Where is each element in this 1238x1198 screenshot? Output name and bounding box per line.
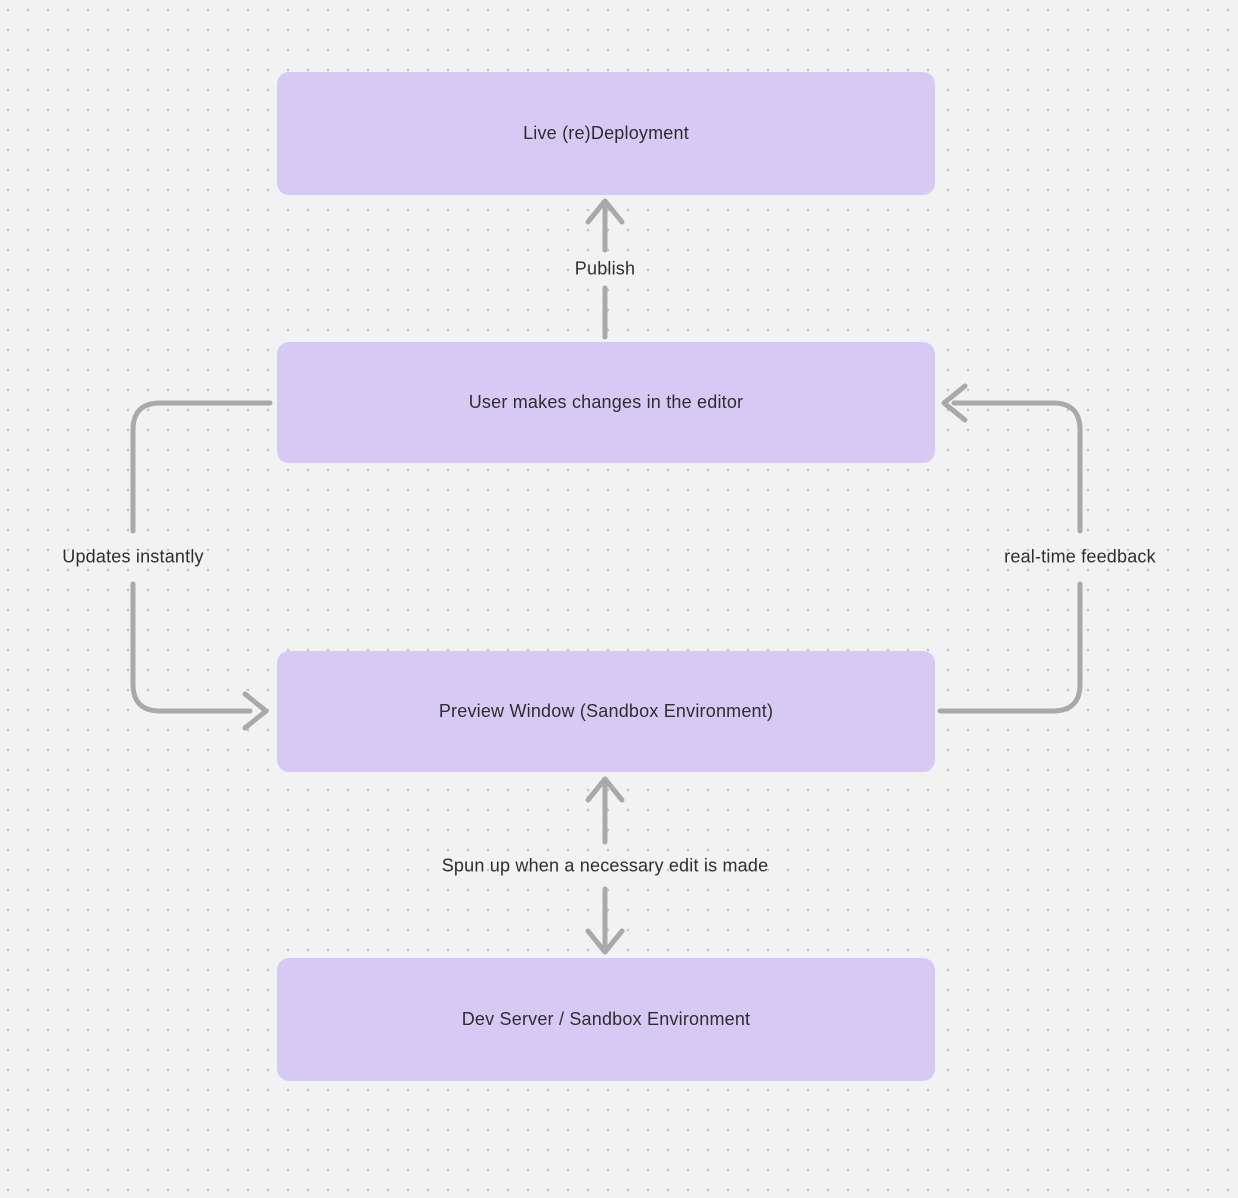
node-preview-window[interactable]: Preview Window (Sandbox Environment) bbox=[277, 651, 935, 772]
node-preview-window-label: Preview Window (Sandbox Environment) bbox=[438, 701, 774, 721]
node-user-editor[interactable]: User makes changes in the editor bbox=[277, 342, 935, 463]
node-user-editor-label: User makes changes in the editor bbox=[468, 392, 744, 412]
arrow-feedback-line-top bbox=[951, 400, 1083, 534]
arrow-feedback-line-bottom bbox=[937, 581, 1083, 714]
node-dev-server[interactable]: Dev Server / Sandbox Environment bbox=[277, 958, 935, 1081]
arrow-publish bbox=[585, 198, 625, 340]
arrow-updates-instantly bbox=[130, 400, 273, 731]
arrow-updates-line-top bbox=[130, 400, 273, 534]
arrow-publish-head-up bbox=[585, 198, 625, 225]
edge-label-realtime-feedback[interactable]: real-time feedback bbox=[1004, 546, 1156, 567]
arrow-spun-up bbox=[585, 776, 625, 955]
edge-label-spun-up[interactable]: Spun up when a necessary edit is made bbox=[441, 855, 769, 876]
edge-label-updates-instantly[interactable]: Updates instantly bbox=[62, 546, 204, 567]
arrow-spun-head-up bbox=[585, 776, 625, 803]
arrow-realtime-feedback bbox=[937, 383, 1083, 714]
arrow-updates-head-right bbox=[242, 691, 269, 731]
node-dev-server-label: Dev Server / Sandbox Environment bbox=[461, 1009, 751, 1029]
node-live-redeployment[interactable]: Live (re)Deployment bbox=[277, 72, 935, 195]
arrow-updates-line-bottom bbox=[130, 581, 253, 714]
arrow-feedback-head-left bbox=[941, 383, 968, 423]
arrow-spun-head-down bbox=[585, 928, 625, 955]
node-live-redeployment-label: Live (re)Deployment bbox=[523, 123, 689, 143]
edge-label-publish[interactable]: Publish bbox=[574, 258, 636, 279]
